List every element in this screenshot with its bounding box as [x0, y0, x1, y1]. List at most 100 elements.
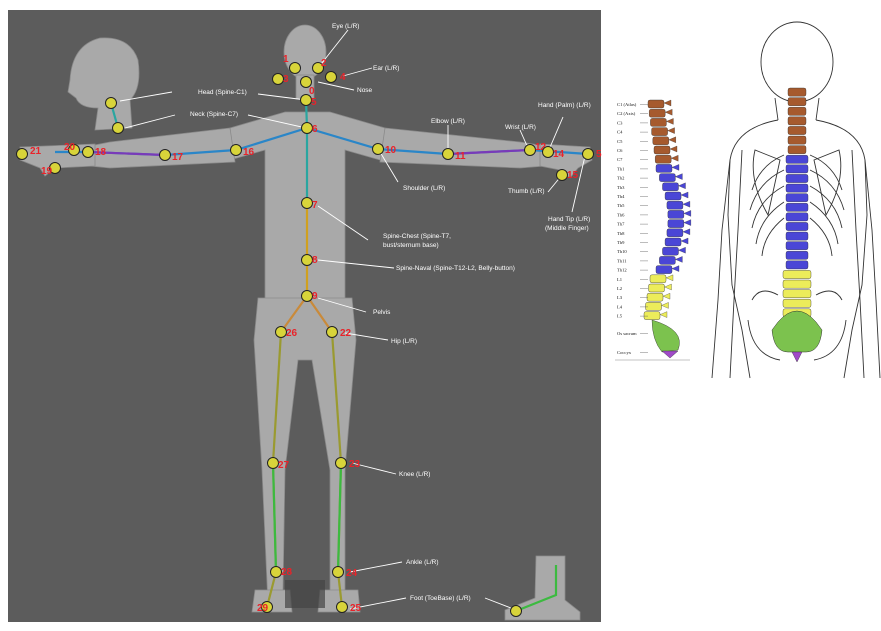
joint-number: 5	[311, 97, 317, 108]
vertebra-label: L3	[617, 295, 623, 300]
joint-marker	[333, 567, 344, 578]
joint-number: 19	[41, 166, 53, 177]
vertebra-label: C7	[617, 157, 623, 162]
vertebra-body	[650, 275, 666, 283]
joint-number: 27	[278, 460, 290, 471]
joint-number: 3	[283, 74, 289, 85]
label-neck: Neck (Spine-C7)	[190, 111, 238, 118]
vertebra-label: Th6	[617, 212, 625, 217]
back-vertebra	[783, 280, 811, 288]
joint-marker	[268, 458, 279, 469]
vertebra-label: C5	[617, 139, 623, 144]
vertebra-label: Coccyx	[617, 350, 632, 355]
label-elbow: Elbow (L/R)	[431, 118, 465, 125]
vertebra-process	[665, 284, 672, 290]
joint-number: 4	[340, 72, 346, 83]
vertebra-body	[667, 201, 683, 209]
joint-marker	[525, 145, 536, 156]
vertebra-body	[659, 174, 675, 182]
label-nose: Nose	[357, 87, 373, 94]
label-thumb: Thumb (L/R)	[508, 188, 544, 195]
label-ear: Ear (L/R)	[373, 65, 399, 72]
back-vertebra	[788, 107, 806, 115]
joint-number: 7	[312, 200, 318, 211]
joint-number: 22	[340, 328, 352, 339]
vertebra-body	[652, 128, 668, 136]
back-vertebra	[786, 251, 808, 259]
joint-marker	[327, 327, 338, 338]
vertebra-process	[662, 302, 669, 308]
back-vertebra	[783, 299, 811, 307]
vertebra-label: L4	[617, 304, 623, 309]
joint-number: 9	[312, 291, 318, 302]
vertebra-body	[662, 183, 678, 191]
vertebra-body	[655, 155, 671, 163]
back-vertebra	[788, 126, 806, 134]
joint-number: 6	[312, 124, 318, 135]
back-vertebra	[786, 184, 808, 192]
vertebra-process	[683, 229, 690, 235]
joint-number: 8	[312, 255, 318, 266]
vertebra-body	[647, 293, 663, 301]
vertebra-process	[672, 266, 679, 272]
vertebra-process	[683, 201, 690, 207]
joint-number: 5	[596, 149, 602, 160]
vertebra-process	[678, 183, 685, 189]
vertebra-label: Os sacrum	[617, 331, 637, 336]
label-pelvis: Pelvis	[373, 309, 391, 316]
joint-number: 25	[350, 603, 362, 614]
label-wrist: Wrist (L/R)	[505, 124, 536, 131]
vertebra-body	[646, 302, 662, 310]
joint-number: 29	[257, 603, 269, 614]
label-head: Head (Spine-C1)	[198, 89, 247, 96]
vertebra-label: Th7	[617, 222, 625, 227]
vertebra-process	[675, 174, 682, 180]
vertebra-process	[669, 137, 676, 143]
vertebra-process	[684, 210, 691, 216]
vertebra-label: Th3	[617, 185, 625, 190]
joint-number: 16	[243, 147, 255, 158]
vertebra-label: L5	[617, 314, 623, 319]
joint-number: 21	[30, 146, 42, 157]
vertebra-label: Th2	[617, 176, 625, 181]
vertebra-process	[660, 312, 667, 318]
label-spine-naval: Spine-Naval (Spine-T12-L2, Belly-button)	[396, 265, 515, 272]
vertebra-process	[666, 118, 673, 124]
vertebra-process	[675, 256, 682, 262]
vertebra-body	[650, 118, 666, 126]
left-arm-outline	[712, 150, 742, 378]
vertebra-process	[666, 275, 673, 281]
joint-marker	[160, 150, 171, 161]
vertebra-label: Th5	[617, 203, 625, 208]
joint-marker	[511, 606, 522, 617]
vertebra-body	[668, 220, 684, 228]
back-vertebrae	[772, 88, 822, 362]
joint-marker	[543, 147, 554, 158]
vertebra-body	[662, 247, 678, 255]
back-vertebra	[786, 261, 808, 269]
vertebra-label: C3	[617, 120, 623, 125]
label-hand-palm: Hand (Palm) (L/R)	[538, 102, 591, 109]
back-vertebra	[786, 232, 808, 240]
joint-marker	[290, 63, 301, 74]
joint-number: 28	[281, 567, 293, 578]
joint-marker	[301, 95, 312, 106]
label-hip: Hip (L/R)	[391, 338, 417, 345]
label-spine-chest: Spine-Chest (Spine-T7,	[383, 233, 451, 240]
label-hand-tip: Hand Tip (L/R)	[548, 216, 590, 223]
joint-marker	[302, 291, 313, 302]
joint-marker	[557, 170, 568, 181]
joint-marker	[337, 602, 348, 613]
joint-marker	[583, 149, 594, 160]
back-vertebra	[788, 117, 806, 125]
label-hand-tip-finger: (Middle Finger)	[545, 225, 589, 232]
vertebra-body	[649, 284, 665, 292]
label-knee: Knee (L/R)	[399, 471, 430, 478]
joint-number: 26	[286, 328, 298, 339]
vertebra-body	[656, 164, 672, 172]
vertebra-body	[668, 210, 684, 218]
joint-marker	[302, 123, 313, 134]
vertebra-process	[678, 247, 685, 253]
back-vertebra	[788, 98, 806, 106]
